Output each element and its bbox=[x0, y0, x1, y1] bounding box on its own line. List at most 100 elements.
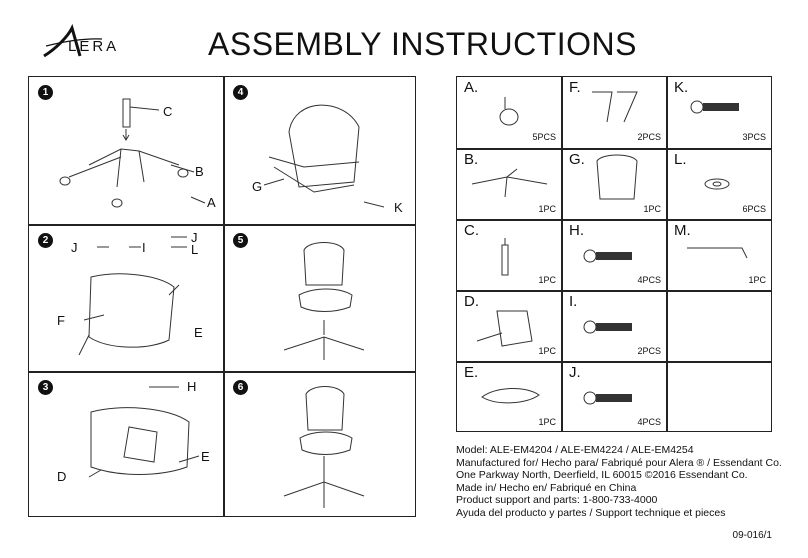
step-number: 2 bbox=[38, 233, 53, 248]
divider bbox=[457, 219, 771, 221]
part-letter: G. bbox=[569, 151, 585, 168]
part-label: J bbox=[71, 240, 78, 255]
step-4-panel: 4 G K bbox=[224, 77, 418, 224]
divider bbox=[29, 371, 415, 373]
part-qty: 4PCS bbox=[637, 417, 661, 427]
part-f: F. 2PCS bbox=[562, 77, 667, 148]
step-number: 6 bbox=[233, 380, 248, 395]
bolt-icon bbox=[583, 320, 632, 334]
support-translation-line: Ayuda del producto y partes / Support te… bbox=[456, 506, 726, 519]
step-number: 1 bbox=[38, 85, 53, 100]
part-label: E bbox=[201, 449, 210, 464]
part-c: C. 1PC bbox=[457, 220, 562, 291]
part-letter: M. bbox=[674, 222, 691, 239]
base-assembly-illustration bbox=[59, 98, 206, 208]
backrest-mount-illustration bbox=[263, 104, 385, 208]
part-label: K bbox=[394, 200, 403, 215]
part-label: D bbox=[57, 469, 67, 484]
part-qty: 2PCS bbox=[637, 346, 661, 356]
completed-chair-illustration bbox=[283, 386, 365, 508]
part-qty: 1PC bbox=[643, 204, 661, 214]
part-letter: H. bbox=[569, 222, 584, 239]
part-b: B. 1PC bbox=[457, 149, 562, 220]
part-j: J. 4PCS bbox=[562, 362, 667, 433]
steps-panel: 1 C B A 4 G K 2 J I bbox=[28, 76, 416, 517]
part-h: H. 4PCS bbox=[562, 220, 667, 291]
manufacturer-line: Manufactured for/ Hecho para/ Fabriqué p… bbox=[456, 456, 782, 469]
part-label: F bbox=[57, 313, 65, 328]
product-info: Model: ALE-EM4204 / ALE-EM4224 / ALE-EM4… bbox=[456, 444, 782, 520]
step-6-panel: 6 bbox=[224, 372, 418, 519]
divider bbox=[457, 290, 771, 292]
part-label: C bbox=[163, 104, 173, 119]
part-letter: F. bbox=[569, 79, 581, 96]
part-m: M. 1PC bbox=[667, 220, 772, 291]
part-letter: B. bbox=[464, 151, 479, 168]
caster-icon bbox=[499, 97, 519, 126]
part-qty: 4PCS bbox=[637, 275, 661, 285]
part-qty: 6PCS bbox=[742, 204, 766, 214]
support-line: Product support and parts: 1-800-733-400… bbox=[456, 494, 658, 507]
part-label: B bbox=[195, 164, 204, 179]
backrest-icon bbox=[596, 154, 638, 200]
part-i: I. 2PCS bbox=[562, 291, 667, 362]
part-qty: 3PCS bbox=[742, 132, 766, 142]
seat-armrest-illustration bbox=[78, 236, 187, 356]
part-letter: C. bbox=[464, 222, 479, 239]
divider bbox=[457, 148, 771, 150]
address-line: One Parkway North, Deerfield, IL 60015 ©… bbox=[456, 469, 748, 482]
model-line: Model: ALE-EM4204 / ALE-EM4224 / ALE-EM4… bbox=[456, 444, 694, 456]
bolt-icon bbox=[583, 391, 632, 405]
part-qty: 1PC bbox=[748, 275, 766, 285]
part-qty: 1PC bbox=[538, 346, 556, 356]
part-label: E bbox=[194, 325, 203, 340]
step-5-panel: 5 bbox=[224, 225, 418, 372]
part-k: K. 3PCS bbox=[667, 77, 772, 148]
document-code: 09-016/1 bbox=[732, 530, 772, 541]
base-icon bbox=[471, 168, 548, 198]
part-letter: L. bbox=[674, 151, 687, 168]
divider bbox=[223, 77, 225, 516]
part-e: E. 1PC bbox=[457, 362, 562, 433]
part-letter: A. bbox=[464, 79, 479, 96]
part-label: J bbox=[191, 230, 198, 245]
part-letter: E. bbox=[464, 364, 479, 381]
part-letter: J. bbox=[569, 364, 581, 381]
washer-icon bbox=[704, 178, 730, 190]
mechanism-icon bbox=[476, 310, 533, 347]
seat-icon bbox=[481, 388, 540, 404]
part-qty: 1PC bbox=[538, 275, 556, 285]
part-qty: 1PC bbox=[538, 204, 556, 214]
part-qty: 1PC bbox=[538, 417, 556, 427]
part-d: D. 1PC bbox=[457, 291, 562, 362]
gas-cylinder-icon bbox=[501, 238, 509, 276]
divider bbox=[561, 77, 563, 431]
part-label: I bbox=[142, 240, 146, 255]
step-number: 4 bbox=[233, 85, 248, 100]
part-l: L. 6PCS bbox=[667, 149, 772, 220]
step-number: 3 bbox=[38, 380, 53, 395]
part-label: A bbox=[207, 195, 216, 210]
hex-key-icon bbox=[687, 247, 748, 259]
step-number: 5 bbox=[233, 233, 248, 248]
part-qty: 5PCS bbox=[532, 132, 556, 142]
brand-name: LERA bbox=[68, 38, 120, 55]
mechanism-mount-illustration bbox=[88, 386, 200, 478]
step-1-panel: 1 C B A bbox=[29, 77, 223, 224]
part-g: G. 1PC bbox=[562, 149, 667, 220]
divider bbox=[29, 224, 415, 226]
parts-list: A. 5PCS F. 2PCS K. 3PCS B. 1PC G. 1PC L. bbox=[456, 76, 772, 432]
bolt-icon bbox=[583, 249, 632, 263]
armrest-icon bbox=[592, 91, 638, 123]
part-empty bbox=[667, 291, 772, 362]
divider bbox=[666, 77, 668, 431]
part-letter: K. bbox=[674, 79, 689, 96]
step-2-panel: 2 J I J L F E bbox=[29, 225, 223, 372]
part-label: G bbox=[252, 179, 263, 194]
part-label: L bbox=[191, 242, 199, 257]
part-letter: D. bbox=[464, 293, 479, 310]
part-qty: 2PCS bbox=[637, 132, 661, 142]
page-title: ASSEMBLY INSTRUCTIONS bbox=[208, 26, 637, 62]
bolt-icon bbox=[690, 100, 739, 114]
part-empty bbox=[667, 362, 772, 433]
